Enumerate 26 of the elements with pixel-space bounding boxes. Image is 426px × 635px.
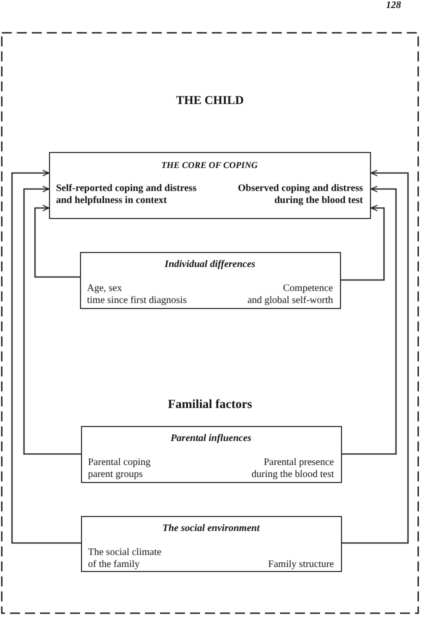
- section-heading: Familial factors: [168, 397, 252, 412]
- box-text: Parental presence during the blood test: [252, 456, 334, 482]
- feedback-arrow: [342, 186, 397, 455]
- feedback-arrow: [23, 186, 81, 455]
- factor-box: [80, 252, 341, 309]
- feedback-arrow: [11, 170, 81, 544]
- box-text: Age, sex time since first diagnosis: [87, 282, 187, 308]
- frame-heading: THE CHILD: [176, 93, 244, 107]
- factor-box: [81, 516, 342, 572]
- dashed-frame: [1, 32, 419, 614]
- feedback-arrow: [342, 170, 409, 544]
- factor-box: [49, 152, 371, 219]
- box-title: THE CORE OF COPING: [161, 159, 258, 171]
- box-title: Parental influences: [170, 433, 252, 445]
- feedback-arrow: [341, 204, 385, 281]
- factor-box: [81, 426, 342, 483]
- box-title: Individual differences: [164, 259, 256, 271]
- box-text: Competence and global self-worth: [247, 282, 333, 308]
- box-text: The social climate of the family: [88, 546, 162, 572]
- box-text: Self-reported coping and distress and helpfulness in context: [56, 182, 196, 208]
- box-text: Parental coping parent groups: [88, 456, 150, 482]
- box-text: Observed coping and distress during the blood test: [238, 182, 363, 208]
- box-text: Family structure: [268, 559, 334, 572]
- box-title: The social environment: [162, 523, 260, 535]
- page-number: 128: [386, 0, 401, 11]
- feedback-arrow: [34, 204, 80, 278]
